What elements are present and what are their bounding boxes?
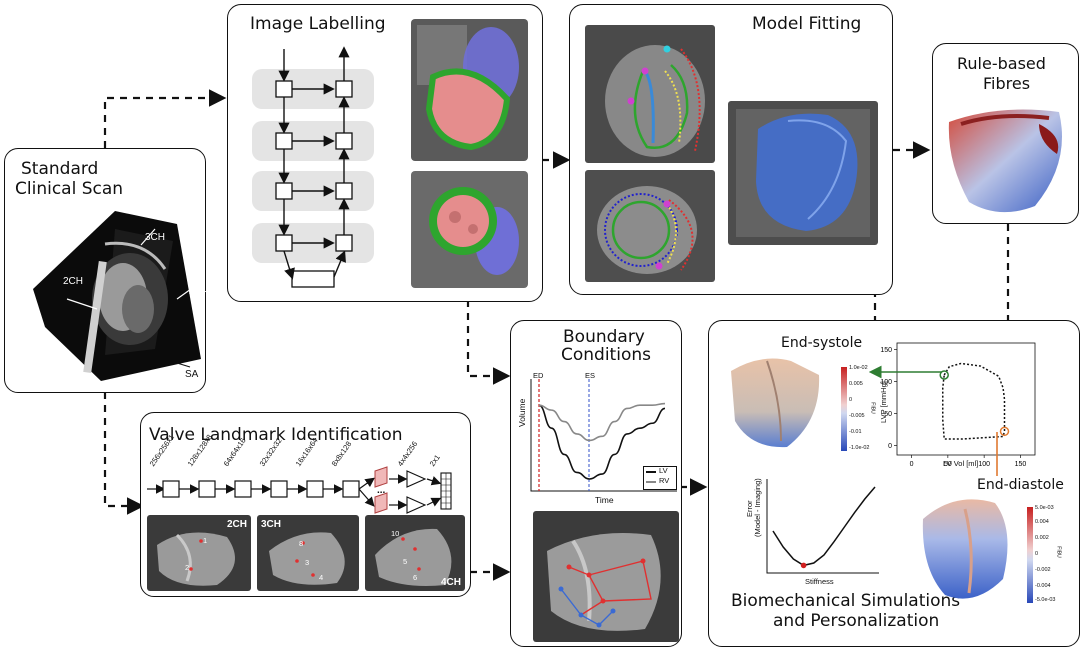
pv-ytick-label: 0 xyxy=(888,443,892,450)
volume-axes xyxy=(530,379,677,492)
pv-xtick-label: 0 xyxy=(910,461,914,468)
error-chart xyxy=(766,479,879,574)
pv-xlabel: LV Vol [ml] xyxy=(943,459,979,468)
landmark-number: 2 xyxy=(185,563,190,572)
landmark-number: 4 xyxy=(319,573,324,582)
fibres-title-line2: Fibres xyxy=(983,74,1031,93)
view-label-2ch: 2CH xyxy=(63,276,84,287)
pv-ytick-label: 100 xyxy=(880,379,892,386)
error-curve-line xyxy=(772,486,876,567)
valve-mri-4ch xyxy=(365,515,465,591)
fitting-mri-short-axis xyxy=(585,170,715,282)
pv-loop-line xyxy=(942,362,1006,440)
legend-rv: RV xyxy=(659,476,670,485)
cnn-ellipsis: ... xyxy=(377,485,386,496)
legend-lv: LV xyxy=(659,466,668,475)
colorbar-tick: -0.002 xyxy=(1035,567,1051,573)
diastole-heart-model xyxy=(922,499,1008,599)
pv-xtick-label: 100 xyxy=(978,461,990,468)
view-label-sa: SA xyxy=(185,369,199,380)
pv-ytick-label: 50 xyxy=(884,411,892,418)
valve-image-label-4ch: 4CH xyxy=(441,577,462,588)
pv-frame xyxy=(896,342,1036,456)
series-line-rv xyxy=(538,402,666,442)
boundary-mri xyxy=(533,511,679,642)
valve-mri-2ch xyxy=(147,515,251,591)
biomech-title-line2: and Personalization xyxy=(773,611,940,631)
panel-image-labelling: Image Labelling xyxy=(227,4,543,302)
end-systole-label: End-systole xyxy=(781,335,863,351)
marker-ed-label: ED xyxy=(533,371,544,380)
boundary-title-line2: Conditions xyxy=(561,345,651,365)
colorbar-tick: 0.005 xyxy=(849,381,863,387)
boundary-title-line1: Boundary xyxy=(563,327,645,347)
error-xlabel: Stiffness xyxy=(805,577,834,586)
end-diastole-point xyxy=(999,426,1010,437)
arrow-scan-to-labelling xyxy=(103,89,227,148)
marker-es-label: ES xyxy=(585,371,596,380)
volume-chart xyxy=(530,379,677,492)
colorbar-tick: 0 xyxy=(849,397,853,403)
end-diastole-label: End-diastole xyxy=(977,477,1064,493)
colorbar-tick: -0.005 xyxy=(849,413,865,419)
colorbar-tick: 0.002 xyxy=(1035,535,1049,541)
panel-standard-clinical-scan: Standard Clinical Scan 3CH 2CH 4CH SA xyxy=(4,148,210,393)
scan-image xyxy=(33,211,201,381)
fibres-title-line1: Rule-based xyxy=(957,54,1046,73)
end-systole-point xyxy=(939,370,949,380)
panel-rule-based-fibres: Rule-based Fibres xyxy=(932,43,1079,224)
scan-title-line1: Standard xyxy=(21,159,99,179)
panel-valve-landmark-identification: Valve Landmark Identification xyxy=(140,412,471,597)
fitted-lv-mesh xyxy=(728,101,878,245)
panel-biomechanical-simulations: End-systole End-diastole Biomechanical S… xyxy=(708,320,1080,647)
view-label-4ch: 4CH xyxy=(189,287,210,298)
landmark-number: 8 xyxy=(299,539,304,548)
landmark-number: 3 xyxy=(305,558,310,567)
landmark-number: 5 xyxy=(403,557,408,566)
scan-title-line2: Clinical Scan xyxy=(15,179,124,199)
view-label-3ch: 3CH xyxy=(145,232,166,243)
fitting-mri-long-axis xyxy=(585,25,715,163)
volume-legend: LV RV xyxy=(643,466,677,490)
labelling-title: Image Labelling xyxy=(250,14,386,34)
unet-diagram xyxy=(252,46,374,288)
colorbar-tick: -5.0e-03 xyxy=(1035,597,1056,603)
panel-model-fitting: Model Fitting xyxy=(569,4,893,295)
valve-mri-3ch xyxy=(257,515,359,591)
labelled-mri-long-axis xyxy=(411,19,528,161)
landmark-number: 1 xyxy=(203,536,208,545)
labelled-mri-short-axis xyxy=(411,171,528,288)
panel-boundary-conditions: Boundary Conditions ED ES Volume Time LV… xyxy=(510,320,682,647)
colorbar-tick: -0.004 xyxy=(1035,583,1051,589)
systole-colorbar xyxy=(841,367,847,451)
colorbar-tick: 1.0e-02 xyxy=(849,365,868,371)
cnn-diagram xyxy=(147,466,452,514)
fibre-heart-model xyxy=(948,109,1062,213)
diastole-colorbar xyxy=(1027,507,1033,603)
biomech-title-line1: Biomechanical Simulations xyxy=(731,591,961,611)
landmark-number: 6 xyxy=(413,573,418,582)
valve-image-label-3ch: 3CH xyxy=(261,519,282,530)
error-minimum-point xyxy=(800,562,807,569)
series-line-lv xyxy=(538,404,666,480)
pv-xtick-label: 50 xyxy=(944,461,952,468)
landmark-number: 10 xyxy=(391,529,400,538)
valve-image-label-2ch: 2CH xyxy=(227,519,248,530)
pv-ytick-label: 150 xyxy=(880,347,892,354)
colorbar-tick: 0 xyxy=(1035,551,1039,557)
colorbar-tick: 5.0e-03 xyxy=(1035,505,1054,511)
colorbar-tick: 0.004 xyxy=(1035,519,1049,525)
colorbar-tick: -1.0e-02 xyxy=(849,445,870,451)
valve-title: Valve Landmark Identification xyxy=(149,425,403,445)
time-axis-label: Time xyxy=(595,495,614,505)
fitting-title: Model Fitting xyxy=(752,14,862,34)
error-axes xyxy=(766,479,879,574)
colorbar-tick: -0.01 xyxy=(849,429,862,435)
pv-loop-chart: 0 50 100 150 0 50 100 150 xyxy=(880,342,1036,468)
systole-heart-model xyxy=(731,358,820,448)
pv-xtick-label: 150 xyxy=(1015,461,1027,468)
